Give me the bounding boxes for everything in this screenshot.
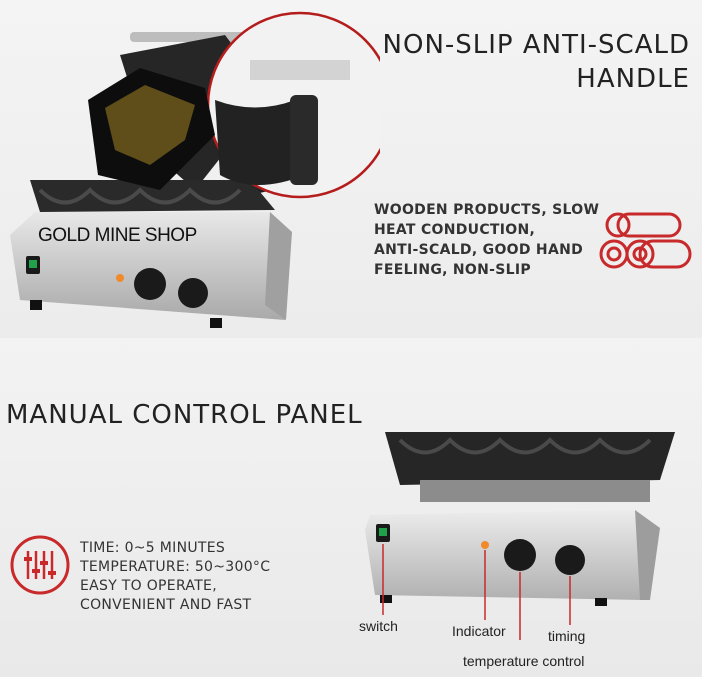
wood-logs-icon [599,212,692,269]
temperature-callout: temperature control [463,653,585,669]
sliders-icon [10,535,70,595]
wood-feature-line: WOODEN PRODUCTS, SLOW [374,202,600,218]
shop-watermark: GOLD MINE SHOP [38,225,197,246]
handle-heading-line1: NON-SLIP ANTI-SCALD [382,30,690,60]
panel-spec-line: TIME: 0~5 MINUTES [80,540,226,556]
waffle-machine-closed-illustration [365,432,675,640]
manual-panel-heading: MANUAL CONTROL PANEL [6,400,363,430]
indicator-callout: Indicator [452,623,506,639]
panel-spec-line: EASY TO OPERATE, [80,578,217,594]
bottom-section [0,338,702,677]
handle-heading-line2: HANDLE [576,64,690,94]
wood-feature-line: ANTI-SCALD, GOOD HAND [374,242,584,258]
wood-feature-line: FEELING, NON-SLIP [374,262,531,278]
handle-heading: NON-SLIP ANTI-SCALD HANDLE [350,28,690,96]
panel-spec-line: TEMPERATURE: 50~300°C [80,559,271,575]
wood-feature-text: WOODEN PRODUCTS, SLOW HEAT CONDUCTION, A… [374,200,609,280]
panel-spec-line: CONVENIENT AND FAST [80,597,252,613]
panel-specs: TIME: 0~5 MINUTES TEMPERATURE: 50~300°C … [80,539,310,615]
wood-feature-line: HEAT CONDUCTION, [374,222,536,238]
timing-callout: timing [548,628,586,644]
switch-callout: switch [359,618,398,634]
waffle-machine-open-illustration [10,11,380,328]
